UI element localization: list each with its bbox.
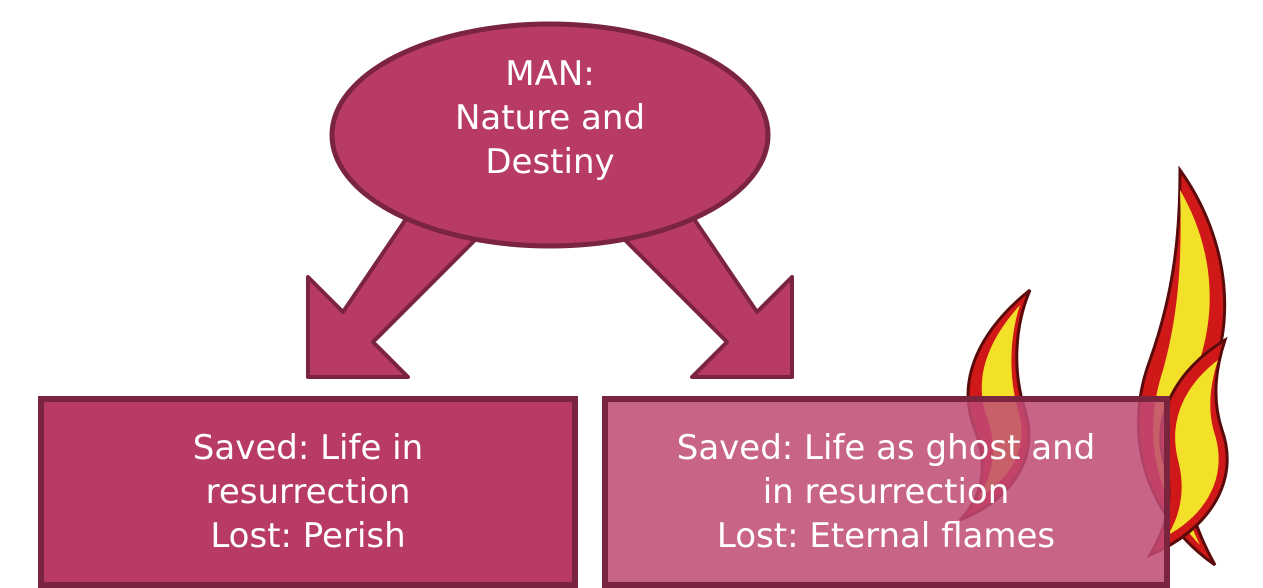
left-line-2: resurrection [205, 472, 411, 512]
left-line-1: Saved: Life in [192, 428, 424, 468]
left-arrow [306, 186, 479, 379]
right-line-3: Lost: Eternal flames [716, 516, 1056, 556]
right-arrow [621, 186, 794, 379]
center-oval [329, 21, 771, 249]
right-line-2: in resurrection [762, 472, 1010, 512]
center-line-1: MAN: [505, 54, 595, 94]
left-outcome-box: Saved: Life in resurrection Lost: Perish [38, 396, 578, 588]
center-label: MAN: Nature and Destiny [400, 52, 700, 184]
left-line-3: Lost: Perish [210, 516, 406, 556]
center-line-2: Nature and [454, 98, 646, 138]
right-outcome-box: Saved: Life as ghost and in resurrection… [602, 396, 1170, 588]
center-line-3: Destiny [485, 142, 615, 182]
right-line-1: Saved: Life as ghost and [676, 428, 1096, 468]
